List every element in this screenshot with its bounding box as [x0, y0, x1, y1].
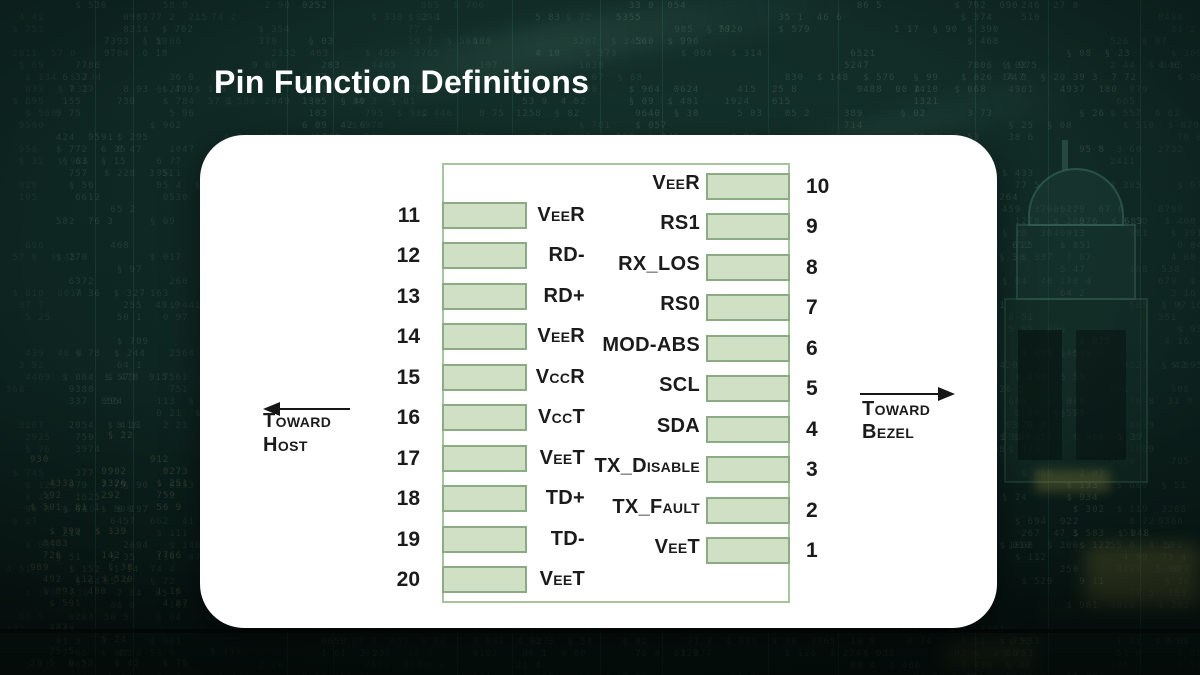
background-glow: [1035, 470, 1110, 492]
building-silhouette: [1004, 298, 1148, 483]
pin-label: VeeT: [539, 446, 585, 469]
pin-label: VccT: [538, 406, 585, 429]
toward-host-arrow-icon: [266, 408, 350, 410]
pin-label: VeeR: [652, 172, 700, 194]
pin-label: TX_Fault: [612, 495, 700, 518]
pin-pad: [706, 375, 790, 403]
pin-label: MOD-ABS: [602, 333, 700, 356]
pin-pad: [706, 456, 790, 484]
pin-number: 15: [396, 365, 420, 389]
pin-number: 2: [806, 498, 818, 522]
toward-bezel-arrowhead-icon: [938, 387, 955, 401]
pin-number: 7: [806, 296, 818, 320]
page-title: Pin Function Definitions: [214, 64, 590, 100]
pin-pad: [706, 253, 790, 281]
pin-pad: [706, 496, 790, 524]
pin-number: 1: [806, 539, 818, 563]
pin-number: 3: [806, 458, 818, 482]
building-silhouette: [1076, 330, 1126, 460]
pin-number: 16: [396, 406, 420, 430]
toward-bezel-label-line1: Toward: [862, 398, 931, 420]
pin-number: 17: [396, 446, 420, 470]
toward-bezel-label-line2: Bezel: [862, 421, 915, 443]
pin-label: RD+: [543, 284, 585, 307]
pin-label: RS0: [660, 293, 700, 316]
pin-pad: [442, 444, 527, 472]
pin-number: 6: [806, 336, 818, 360]
pin-label: RX_LOS: [618, 252, 700, 275]
pin-number: 5: [806, 377, 818, 401]
pin-pad: [706, 415, 790, 443]
background-divider-line: [95, 0, 96, 675]
pin-label: TD+: [545, 487, 585, 510]
toward-host-arrowhead-icon: [263, 402, 280, 416]
pin-pad: [706, 173, 790, 200]
pin-number: 13: [396, 284, 420, 308]
pin-pad: [706, 537, 790, 565]
pin-label: RD-: [548, 244, 585, 267]
pin-pad: [442, 404, 527, 432]
pin-label: VeeR: [537, 204, 585, 226]
building-silhouette: [1062, 140, 1068, 170]
pin-pad: [442, 363, 527, 391]
pin-label: VeeR: [537, 325, 585, 348]
building-silhouette: [1016, 224, 1136, 300]
pin-number: 4: [806, 417, 818, 441]
pin-pad: [706, 213, 790, 241]
pin-label: TX_Disable: [594, 455, 700, 478]
pin-number: 8: [806, 255, 818, 279]
pin-pad: [442, 282, 527, 310]
pin-pad: [706, 294, 790, 322]
building-silhouette: [1028, 168, 1124, 226]
pin-pad: [442, 323, 527, 351]
pin-number: 9: [806, 215, 818, 239]
pin-number: 12: [396, 244, 420, 268]
background-divider-line: [1140, 0, 1141, 675]
toward-host-label-line1: Toward: [263, 410, 332, 432]
pin-label: VeeT: [539, 568, 585, 591]
building-silhouette: [1018, 330, 1062, 460]
pin-pad: [442, 242, 527, 270]
background-divider-line: [133, 0, 134, 675]
pin-pad: [442, 485, 527, 513]
pin-label: SDA: [656, 414, 700, 437]
pin-pad: [442, 202, 527, 229]
pin-label: RS1: [660, 212, 700, 235]
pin-label: TD-: [550, 527, 585, 550]
pin-label: SCL: [659, 374, 700, 397]
pin-number: 18: [396, 487, 420, 511]
toward-bezel-arrow-icon: [860, 393, 940, 395]
pin-number: 19: [396, 527, 420, 551]
pin-number: 10: [806, 175, 830, 198]
pin-label: VccR: [535, 365, 585, 388]
pin-number: 11: [397, 204, 420, 227]
pin-pad: [442, 525, 527, 553]
pin-number: 14: [396, 325, 420, 349]
pin-label: VeeT: [654, 536, 700, 559]
pin-pad: [706, 334, 790, 362]
toward-host-label-line2: Host: [263, 434, 308, 456]
pin-pad: [442, 566, 527, 594]
pin-number: 20: [396, 568, 420, 592]
